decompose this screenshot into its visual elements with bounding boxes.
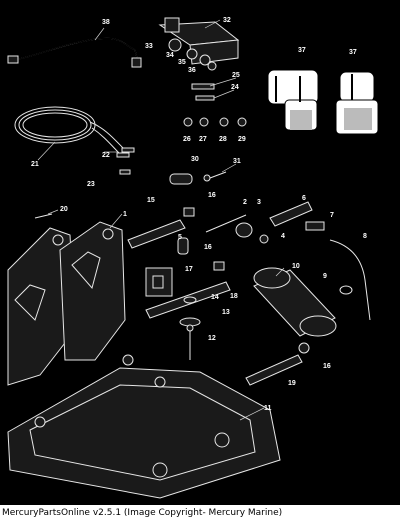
callout-23: 23 <box>87 181 95 188</box>
callout-17: 17 <box>185 266 193 273</box>
callout-36: 36 <box>188 67 196 74</box>
part-3-disc[interactable] <box>235 222 253 238</box>
callout-25: 25 <box>232 72 240 79</box>
part-4-nut[interactable] <box>259 234 269 244</box>
leader-lines <box>37 19 285 421</box>
callout-37-right: 37 <box>349 49 357 56</box>
part-5-pin[interactable] <box>177 237 189 255</box>
callout-16-lower: 16 <box>323 363 331 370</box>
callout-15: 15 <box>147 197 155 204</box>
callout-13: 13 <box>222 309 230 316</box>
callout-34: 34 <box>166 52 174 59</box>
callout-38: 38 <box>102 19 110 26</box>
exploded-parts-diagram: 38 32 33 34 35 36 37 37 25 24 26 27 28 2… <box>7 17 379 499</box>
callout-5: 5 <box>178 234 182 241</box>
callout-21: 21 <box>31 161 39 168</box>
footer-text: MercuryPartsOnline v2.5.1 (Image Copyrig… <box>2 508 283 518</box>
callout-19: 19 <box>288 380 296 387</box>
callout-28: 28 <box>219 136 227 143</box>
callout-33: 33 <box>145 43 153 50</box>
part-1-transom-bracket[interactable] <box>7 221 126 386</box>
part-37-pump-motor-left[interactable] <box>267 69 319 131</box>
part-6-shaft[interactable] <box>269 201 313 227</box>
part-8-hose[interactable] <box>329 239 371 321</box>
part-11-base-plate[interactable] <box>7 354 281 499</box>
callout-16-top: 16 <box>208 192 216 199</box>
callout-18: 18 <box>230 293 238 300</box>
part-9-clip[interactable] <box>339 285 353 295</box>
part-38-hose[interactable] <box>7 37 142 68</box>
part-7-fitting[interactable] <box>305 221 325 231</box>
part-30-bushing[interactable] <box>169 173 193 185</box>
part-32-valve-block[interactable] <box>158 17 240 71</box>
part-19-pin[interactable] <box>245 354 303 386</box>
part-31-clip[interactable] <box>203 171 227 182</box>
copyright-footer: MercuryPartsOnline v2.5.1 (Image Copyrig… <box>0 505 400 521</box>
part-21-wiring-harness[interactable] <box>14 106 135 175</box>
part-17-block[interactable] <box>145 267 173 297</box>
part-12-bolt[interactable] <box>186 324 194 360</box>
callout-35: 35 <box>178 59 186 66</box>
callout-31: 31 <box>233 158 241 165</box>
part-16-bushing-lower[interactable] <box>298 342 310 354</box>
callout-labels: 38 32 33 34 35 36 37 37 25 24 26 27 28 2… <box>31 17 367 412</box>
part-16-bushing-top[interactable] <box>183 207 195 217</box>
callout-16-mid: 16 <box>204 244 212 251</box>
callout-4: 4 <box>281 233 285 240</box>
callout-1: 1 <box>123 211 127 218</box>
callout-6: 6 <box>302 195 306 202</box>
callout-14: 14 <box>211 294 219 301</box>
callout-29: 29 <box>238 136 246 143</box>
part-37-pump-motor-right[interactable] <box>335 71 379 135</box>
callout-20: 20 <box>60 206 68 213</box>
callout-30: 30 <box>191 156 199 163</box>
part-2-rod[interactable] <box>205 214 247 233</box>
callout-9: 9 <box>323 273 327 280</box>
callout-8: 8 <box>363 233 367 240</box>
part-24-25-bolts[interactable] <box>191 83 215 101</box>
callout-12: 12 <box>208 335 216 342</box>
callout-3: 3 <box>257 199 261 206</box>
part-15-pivot-pin[interactable] <box>127 219 186 249</box>
part-10-tube[interactable] <box>253 267 337 337</box>
callout-32: 32 <box>223 17 231 24</box>
callout-24: 24 <box>231 84 239 91</box>
callout-37-left: 37 <box>298 47 306 54</box>
callout-26: 26 <box>183 136 191 143</box>
callout-10: 10 <box>292 263 300 270</box>
callout-7: 7 <box>330 212 334 219</box>
callout-27: 27 <box>199 136 207 143</box>
callout-11: 11 <box>264 405 272 412</box>
part-14-washer[interactable] <box>183 296 197 304</box>
part-20-screw[interactable] <box>34 213 53 219</box>
callout-2: 2 <box>243 199 247 206</box>
part-26-29-washers[interactable] <box>183 117 247 127</box>
callout-22: 22 <box>102 152 110 159</box>
part-16-bushing-mid[interactable] <box>213 261 225 271</box>
